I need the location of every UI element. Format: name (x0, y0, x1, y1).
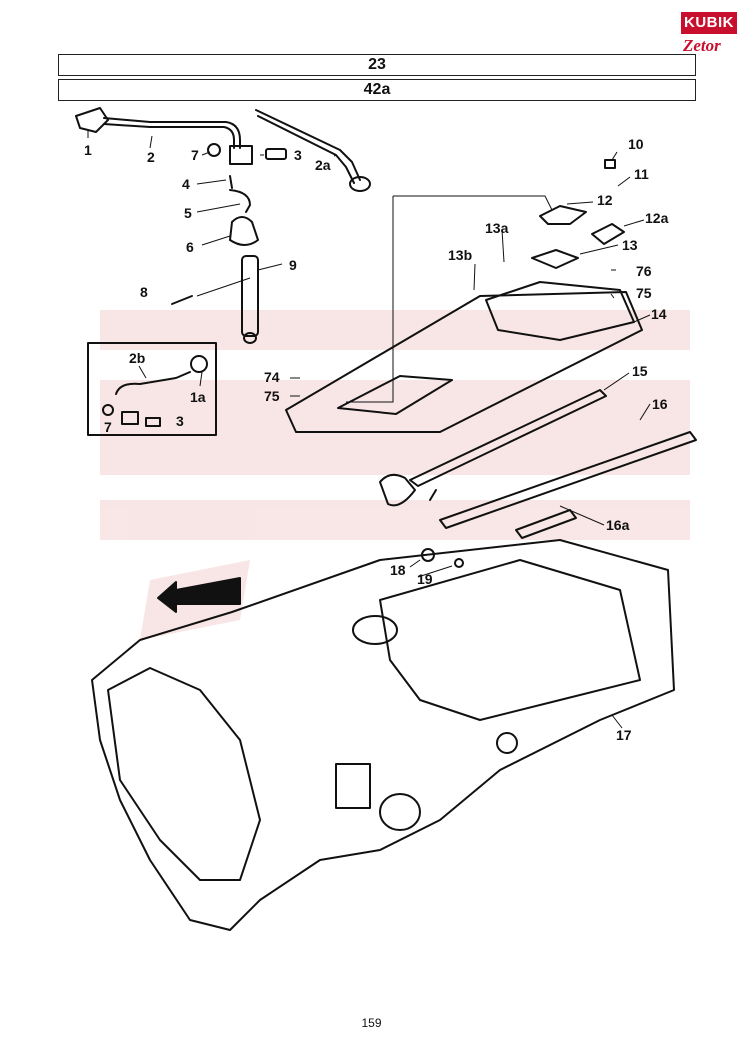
part-8-pin (171, 295, 193, 305)
callout-15: 15 (632, 363, 648, 379)
callout-2a: 2a (315, 157, 331, 173)
callout-14: 14 (651, 306, 667, 322)
watermark (100, 310, 690, 640)
callout-76: 76 (636, 263, 652, 279)
callout-10: 10 (628, 136, 644, 152)
callout-3-inset: 3 (176, 413, 184, 429)
part-6-boot (229, 216, 259, 246)
callout-13a: 13a (485, 220, 509, 236)
callout-9: 9 (289, 257, 297, 273)
part-13-plate (531, 249, 579, 269)
callout-2: 2 (147, 149, 155, 165)
callout-13: 13 (622, 237, 638, 253)
brand-logo: KUBIK Zetor (681, 12, 737, 64)
callout-18: 18 (390, 562, 406, 578)
brand-logo-kubik: KUBIK (681, 12, 737, 34)
part-5-clip (229, 189, 251, 213)
callout-1: 1 (84, 142, 92, 158)
callout-2b: 2b (129, 350, 145, 366)
part-15-rail (409, 389, 607, 487)
callout-7-inset: 7 (104, 419, 112, 435)
part-19-washer (454, 558, 464, 568)
callout-75-b: 75 (264, 388, 280, 404)
callout-75: 75 (636, 285, 652, 301)
part-10-screw (604, 159, 616, 169)
callout-6: 6 (186, 239, 194, 255)
part-7-nut (207, 143, 221, 157)
part-12-housing (539, 205, 587, 225)
callout-19: 19 (417, 571, 433, 587)
brand-logo-zetor: Zetor (683, 36, 721, 55)
callout-12a: 12a (645, 210, 669, 226)
part-3-bolt (265, 148, 287, 160)
callout-7: 7 (191, 147, 199, 163)
inset-box (87, 342, 217, 436)
lever-block (229, 145, 253, 165)
part-9-shaft (241, 255, 259, 344)
part-2a-rod (255, 109, 371, 192)
callout-74: 74 (264, 369, 280, 385)
page-number: 159 (361, 1016, 382, 1030)
part-4-pin (229, 175, 233, 189)
callout-17: 17 (616, 727, 632, 743)
callout-11: 11 (634, 166, 649, 182)
callout-1a: 1a (190, 389, 206, 405)
part-16-rail (379, 431, 697, 529)
callout-5: 5 (184, 205, 192, 221)
group-number: 23 (58, 54, 696, 76)
part-17-gearbox-housing (91, 539, 675, 931)
section-number: 42a (58, 79, 696, 101)
callout-16a: 16a (606, 517, 630, 533)
callout-13b: 13b (448, 247, 472, 263)
callout-3: 3 (294, 147, 302, 163)
direction-arrow (157, 577, 241, 613)
part-16a-rail (515, 509, 577, 539)
part-1-lever-bracket (75, 107, 109, 133)
part-2-rod (103, 117, 241, 149)
callout-4: 4 (182, 176, 190, 192)
callout-16: 16 (652, 396, 668, 412)
part-12a-switch (591, 223, 625, 245)
callout-12: 12 (597, 192, 613, 208)
callout-8: 8 (140, 284, 148, 300)
callouts: 1 2 7 3 2a 4 5 6 9 8 2b 1a 7 3 10 11 12 … (84, 136, 669, 743)
